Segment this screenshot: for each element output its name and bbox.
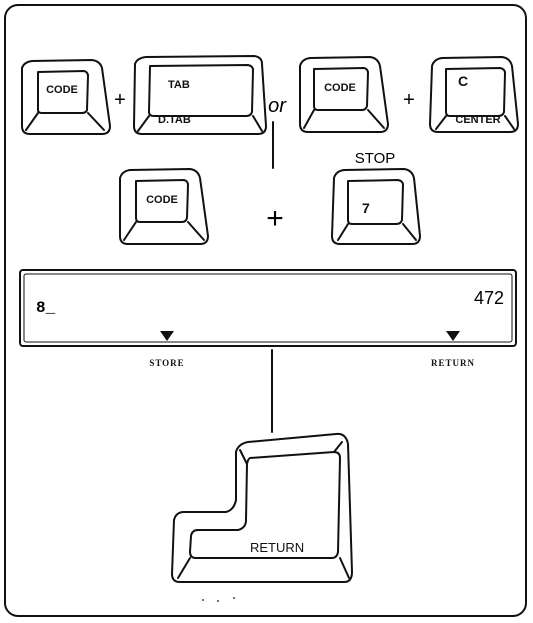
code-key-3 [120, 169, 208, 244]
stop-label: STOP [355, 150, 396, 167]
c-key-label: C [458, 73, 468, 89]
return-display-label: RETURN [431, 358, 475, 368]
display-text-right: 472 [474, 288, 504, 308]
tab-key-label: TAB [168, 79, 190, 91]
tab-key [134, 56, 266, 134]
plus-sign-1: + [114, 89, 126, 111]
or-text: or [268, 95, 287, 117]
center-key-label: CENTER [455, 114, 500, 126]
store-label: STORE [149, 358, 184, 368]
code-key-2 [300, 57, 388, 132]
return-key [172, 434, 352, 582]
code-key-2-label: CODE [324, 82, 356, 94]
code-key-label: CODE [46, 84, 78, 96]
display-panel [20, 270, 516, 346]
return-marker [446, 331, 460, 341]
return-key-label: RETURN [250, 540, 304, 555]
plus-sign-2: + [403, 89, 415, 111]
stop-7-key [332, 169, 420, 244]
seven-key-label: 7 [362, 200, 370, 216]
code-key [22, 60, 110, 134]
store-marker [160, 331, 174, 341]
plus-sign-3: + [266, 202, 284, 235]
display-text-left: 8_ [36, 299, 56, 317]
code-key-3-label: CODE [146, 194, 178, 206]
dtab-key-label: D.TAB [158, 114, 191, 126]
